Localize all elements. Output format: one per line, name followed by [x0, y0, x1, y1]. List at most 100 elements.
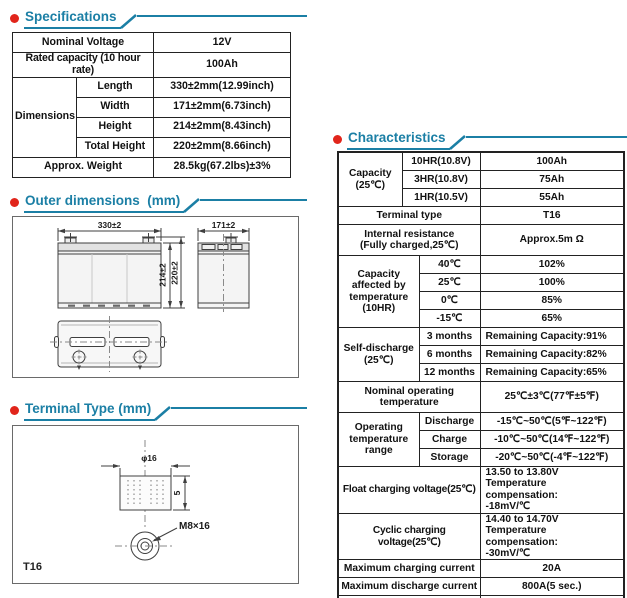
section-title: Characteristics	[347, 130, 450, 150]
char-value: 800A(5 sec.)	[479, 577, 625, 597]
spec-group-label: Dimensions	[12, 76, 77, 158]
char-value: 14.40 to 14.70V Temperature compensation…	[479, 512, 625, 561]
terminal-type-drawing-box: φ16 5 M8×16 T16	[12, 425, 299, 584]
char-label: Float charging voltage(25℃)	[337, 466, 481, 514]
table-row: Nominal operating temperature 25℃±3℃(77℉…	[337, 381, 625, 413]
terminal-type-drawing: φ16 5 M8×16 T16	[23, 440, 210, 573]
section-header-outer-dimensions: Outer dimensions (mm)	[10, 193, 307, 215]
spec-value: 171±2mm(6.73inch)	[153, 96, 291, 118]
terminal-type-label: T16	[23, 561, 42, 573]
char-value: Remaining Capacity:91%	[479, 327, 625, 346]
table-row: Height 214±2mm(8.43inch)	[13, 116, 291, 138]
section-title: Specifications	[24, 9, 121, 29]
characteristics-table: Capacity (25℃) 10HR(10.8V) 100Ah 3HR(10.…	[337, 151, 625, 598]
spec-label: Approx. Weight	[12, 156, 154, 178]
section-header-characteristics: Characteristics	[333, 130, 627, 152]
char-label: Nominal operating temperature	[337, 381, 481, 413]
char-sub-label: 6 months	[418, 345, 481, 364]
char-sub-label: 10HR(10.8V)	[401, 151, 481, 171]
outer-dimensions-drawing: 330±2 171±2 214±2 220±2	[50, 220, 250, 372]
char-sub-label: 12 months	[418, 363, 481, 382]
spec-label: Nominal Voltage	[12, 32, 154, 53]
table-row: Rated capacity (10 hour rate) 100Ah	[12, 52, 291, 78]
battery-side-view	[197, 228, 250, 312]
table-row: Dimensions Length 330±2mm(12.99inch)	[12, 76, 291, 158]
char-value: T16	[479, 206, 625, 225]
front-width-dimension	[57, 228, 162, 241]
table-row: Approx. Weight 28.5kg(67.2lbs)±3%	[12, 156, 291, 178]
spec-value: 28.5kg(67.2lbs)±3%	[153, 156, 291, 178]
char-group-label: Operating temperature range	[337, 412, 420, 467]
spec-value: 214±2mm(8.43inch)	[153, 116, 291, 138]
char-label: Terminal type	[337, 206, 481, 225]
char-value: 65%	[479, 309, 625, 328]
spec-label: Total Height	[76, 136, 154, 158]
total-height-label: 220±2	[170, 261, 180, 285]
spec-label: Rated capacity (10 hour rate)	[12, 52, 154, 78]
side-width-label: 171±2	[212, 220, 236, 230]
char-value: Remaining Capacity:82%	[479, 345, 625, 364]
battery-front-view	[57, 233, 162, 309]
char-value: Approx.5m Ω	[479, 224, 625, 256]
table-row: Capacity (25℃) 10HR(10.8V) 100Ah	[337, 151, 625, 207]
header-rule	[465, 136, 627, 138]
char-label: Maximum charging current	[337, 559, 481, 579]
terminal-labels: φ16 5 M8×16 T16	[23, 453, 210, 573]
char-value: -15℃~50℃(5℉~122℉)	[479, 412, 625, 431]
battery-top-view	[50, 316, 169, 372]
terminal-top-view	[115, 527, 178, 561]
header-rule	[200, 199, 307, 201]
outer-dimensions-drawing-box: 330±2 171±2 214±2 220±2	[12, 216, 299, 378]
section-title: Outer dimensions (mm)	[24, 193, 185, 213]
spec-value: 220±2mm(8.66inch)	[153, 136, 291, 158]
char-group-label: Self-discharge (25℃)	[337, 327, 420, 382]
char-value: 102%	[479, 255, 625, 274]
char-sub-label: 3 months	[418, 327, 481, 346]
char-value: 20A	[479, 559, 625, 579]
char-sub-label: 3HR(10.8V)	[401, 170, 481, 189]
table-row: Maximum discharge current 800A(5 sec.)	[337, 577, 625, 597]
spec-label: Height	[76, 116, 154, 138]
terminal-side-view	[101, 440, 190, 530]
char-group-label: Capacity (25℃)	[337, 151, 403, 207]
table-row: Terminal type T16	[337, 206, 625, 225]
spec-value: 12V	[153, 32, 291, 53]
char-value: 75Ah	[479, 170, 625, 189]
table-row: Width 171±2mm(6.73inch)	[13, 96, 291, 118]
section-title: Terminal Type (mm)	[24, 401, 156, 421]
spec-value: 100Ah	[153, 52, 291, 78]
terminal-height-label: 5	[172, 490, 182, 495]
terminal-thread-label: M8×16	[179, 521, 210, 532]
table-row: Capacity affected by temperature (10HR) …	[337, 255, 625, 328]
char-value: -10℃~50℃(14℉~122℉)	[479, 430, 625, 449]
char-sub-label: Charge	[418, 430, 481, 449]
char-sub-label: -15℃	[418, 309, 481, 328]
char-value: -20℃~50℃(-4℉~122℉)	[479, 448, 625, 467]
terminal-diameter-label: φ16	[141, 453, 157, 463]
char-sub-label: Storage	[418, 448, 481, 467]
table-row: Maximum charging current 20A	[337, 559, 625, 579]
table-row: Operating temperature range Discharge -1…	[337, 412, 625, 467]
header-rule	[136, 15, 307, 17]
section-bullet-icon	[10, 406, 19, 415]
section-header-terminal-type: Terminal Type (mm)	[10, 401, 307, 423]
spec-value: 330±2mm(12.99inch)	[153, 76, 291, 98]
char-sub-label: 1HR(10.5V)	[401, 188, 481, 207]
table-row: 12 months Remaining Capacity:65%	[338, 363, 625, 382]
char-group-label: Capacity affected by temperature (10HR)	[337, 255, 420, 328]
header-swoosh-icon	[119, 14, 137, 29]
char-value: 25℃±3℃(77℉±5℉)	[479, 381, 625, 413]
table-row: Cyclic charging voltage(25℃) 14.40 to 14…	[337, 512, 625, 561]
char-sub-label: 40℃	[418, 255, 481, 274]
char-value: 13.50 to 13.80V Temperature compensation…	[479, 466, 625, 514]
char-label: Cyclic charging voltage(25℃)	[337, 512, 481, 561]
section-bullet-icon	[333, 135, 342, 144]
char-value: 12years	[479, 595, 625, 598]
char-value: 55Ah	[479, 188, 625, 207]
char-sub-label: 25℃	[418, 273, 481, 292]
header-swoosh-icon	[448, 135, 466, 150]
char-label: Maximum discharge current	[337, 577, 481, 597]
char-sub-label: Discharge	[418, 412, 481, 431]
table-row: Nominal Voltage 12V	[12, 32, 291, 53]
